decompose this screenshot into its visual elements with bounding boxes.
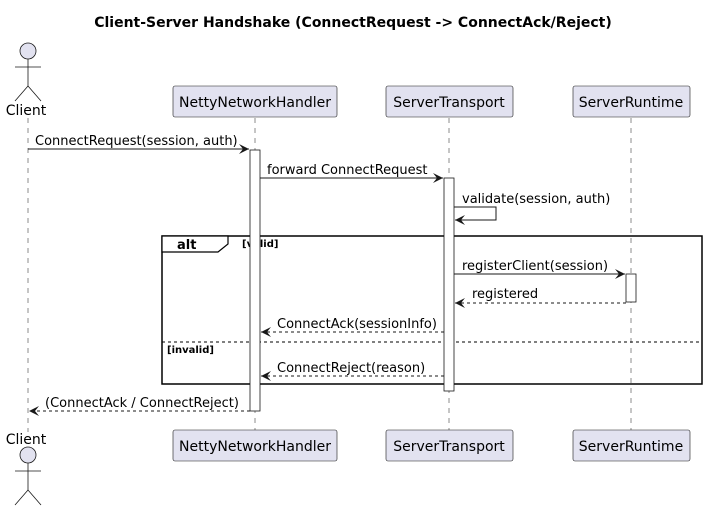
activation-netty	[249, 149, 261, 412]
participant-transport-bottom: ServerTransport	[385, 429, 514, 462]
alt-fragment: alt [valid] [invalid]	[161, 235, 703, 385]
actor-client-label: Client	[6, 103, 47, 119]
actor-client-bottom-label: Client	[6, 432, 47, 448]
actor-client-bottom: Client	[6, 432, 47, 506]
message-label-6: ConnectAck(sessionInfo)	[277, 317, 437, 332]
message-label-2: forward ConnectRequest	[267, 163, 428, 178]
participant-netty-top: NettyNetworkHandler	[172, 85, 338, 118]
alt-operator-label: alt	[177, 238, 196, 253]
diagram-title: Client-Server Handshake (ConnectRequest …	[94, 15, 612, 31]
message-arrow-3	[454, 206, 497, 225]
message-label-1: ConnectRequest(session, auth)	[35, 134, 238, 149]
participant-runtime-bottom: ServerRuntime	[572, 429, 691, 462]
message-label-5: registered	[472, 287, 538, 302]
participant-netty-bottom-label: NettyNetworkHandler	[179, 439, 331, 455]
message-label-7: ConnectReject(reason)	[277, 361, 425, 376]
participant-runtime-label: ServerRuntime	[579, 95, 683, 111]
message-label-3: validate(session, auth)	[462, 192, 610, 207]
participant-transport-bottom-label: ServerTransport	[393, 439, 505, 455]
message-label-8: (ConnectAck / ConnectReject)	[45, 396, 239, 411]
participant-transport-top: ServerTransport	[385, 85, 514, 118]
participant-transport-label: ServerTransport	[393, 95, 505, 111]
activation-transport	[443, 177, 455, 392]
participant-runtime-bottom-label: ServerRuntime	[579, 439, 683, 455]
participant-netty-bottom: NettyNetworkHandler	[172, 429, 338, 462]
alt-guard-invalid: [invalid]	[167, 345, 214, 356]
message-label-4: registerClient(session)	[462, 259, 608, 274]
activation-runtime	[625, 273, 637, 303]
participant-runtime-top: ServerRuntime	[572, 85, 691, 118]
participant-netty-label: NettyNetworkHandler	[179, 95, 331, 111]
actor-client-top: Client	[6, 42, 47, 119]
